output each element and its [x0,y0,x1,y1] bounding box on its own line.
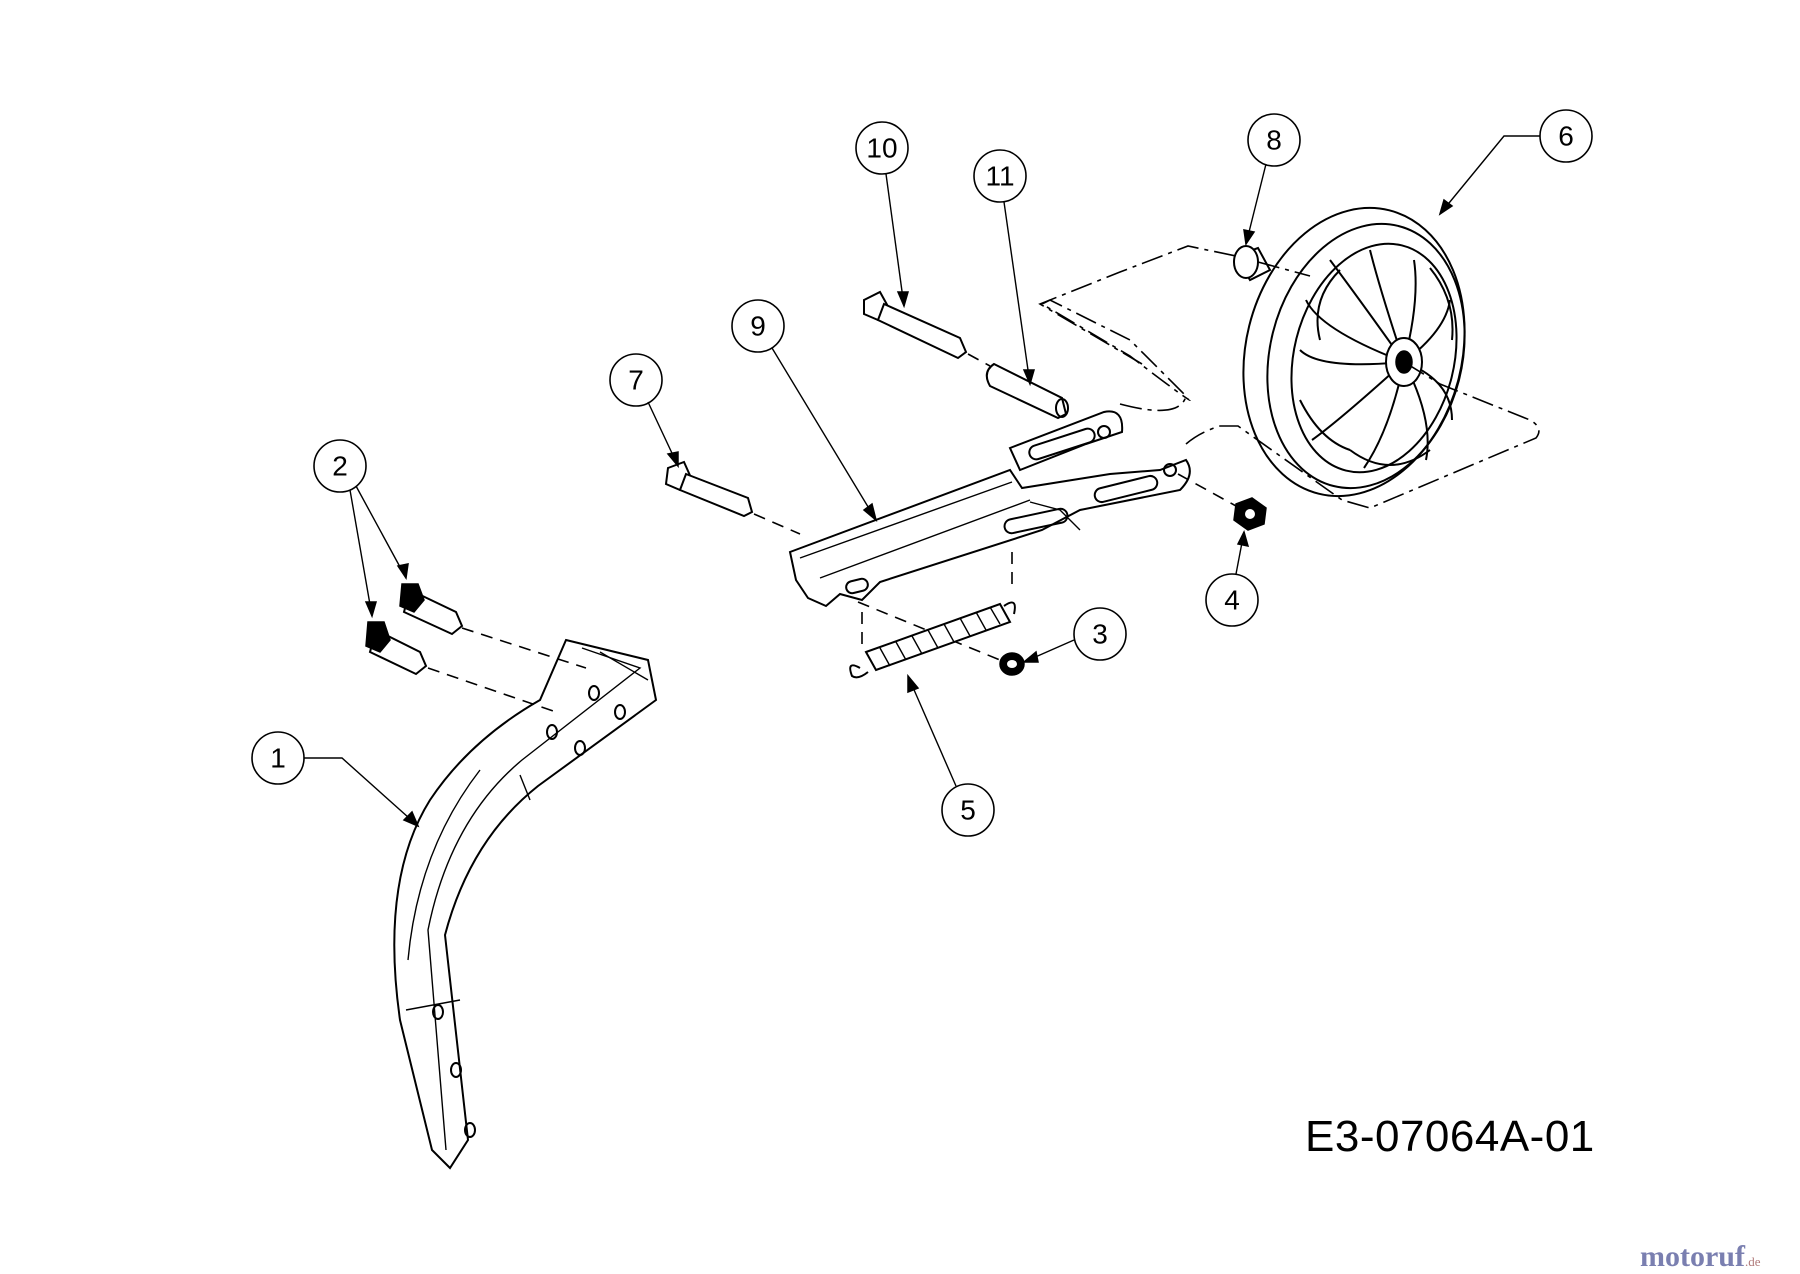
callout-6: 6 [1438,109,1593,216]
slot [1003,507,1069,535]
wheel-arm [788,410,1191,608]
bracket-hole [450,1062,462,1078]
shoulder-bolt [365,621,428,676]
slot [845,577,869,595]
bracket-hole [574,740,586,756]
flange-nut [1233,497,1267,531]
shoulder-bolt [399,583,464,636]
callout-3-label: 3 [1092,619,1108,650]
wheel [1242,206,1466,498]
slot [1093,474,1159,504]
hole [1097,425,1111,439]
callout-6-label: 6 [1558,121,1574,152]
lock-nut [999,652,1025,676]
callout-11: 11 [973,149,1035,387]
callout-10-label: 10 [866,133,897,164]
bracket-hole [464,1122,476,1138]
callout-8-label: 8 [1266,125,1282,156]
long-bolt [863,290,968,360]
watermark-brand: motoruf [1640,1240,1745,1273]
callout-4: 4 [1205,529,1259,627]
callout-8: 8 [1243,113,1301,247]
spacer-tube [985,362,1069,420]
callout-3: 3 [1021,607,1127,663]
bracket-hole [588,685,600,701]
skid-bracket [393,638,658,1170]
drawing-code: E3-07064A-01 [1305,1112,1595,1161]
bracket-hole [432,1004,444,1020]
callout-1: 1 [251,731,420,828]
callout-7-label: 7 [628,365,644,396]
slot [1028,427,1096,461]
callout-2-label: 2 [332,451,348,482]
watermark-tld: .de [1744,1254,1761,1269]
callout-4-label: 4 [1224,585,1240,616]
bolt [664,460,754,518]
callout-5: 5 [907,673,995,837]
bracket-hole [546,724,558,740]
callout-10: 10 [855,121,909,309]
watermark-logo: motoruf.de [1640,1240,1761,1274]
extension-spring [849,601,1016,679]
callout-9: 9 [731,299,878,523]
callout-9-label: 9 [750,311,766,342]
hole [1163,463,1177,477]
callout-7: 7 [609,353,679,469]
callout-11-label: 11 [985,161,1014,192]
callout-2: 2 [313,439,409,619]
callout-5-label: 5 [960,795,976,826]
callout-1-label: 1 [270,743,286,774]
wheel-bushing [1233,245,1272,282]
bracket-hole [614,704,626,720]
